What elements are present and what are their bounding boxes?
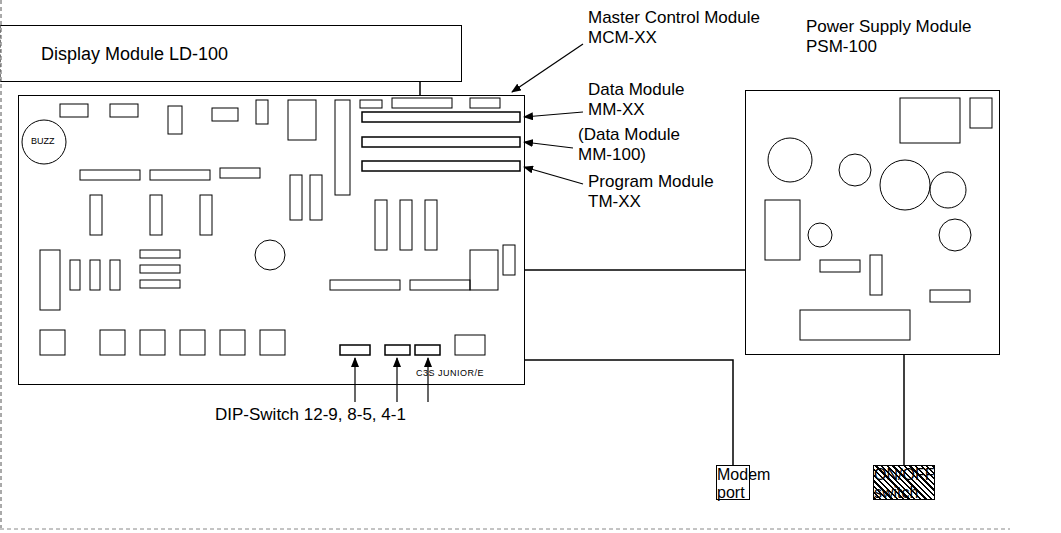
- chip: [930, 290, 970, 302]
- leader-line: [524, 112, 583, 117]
- dip-switch: [415, 345, 440, 355]
- capacitor: [839, 154, 871, 186]
- capacitor: [930, 172, 966, 208]
- relay: [140, 330, 165, 355]
- chip: [212, 108, 238, 121]
- terminal-block: [800, 310, 910, 340]
- silkscreen-text: C3S JUNIOR/E: [416, 368, 484, 378]
- chip: [256, 100, 268, 124]
- cable-line: [525, 269, 745, 271]
- chip: [410, 280, 470, 290]
- chip: [400, 200, 412, 250]
- chip: [80, 170, 140, 180]
- port-label: Modem port: [717, 466, 770, 502]
- relay: [180, 330, 205, 355]
- board-components: [22, 98, 520, 355]
- chip: [60, 104, 88, 117]
- chip: [392, 98, 452, 108]
- chip: [330, 280, 400, 290]
- callout-label: Data Module MM-XX: [588, 80, 698, 120]
- frame-line: [0, 529, 1010, 530]
- resistor-symbol: [90, 260, 100, 290]
- chip: [470, 250, 498, 290]
- chip: [455, 335, 485, 355]
- chip: [820, 260, 860, 272]
- capacitor: [880, 160, 930, 210]
- dip-switch: [385, 345, 410, 355]
- leader-line: [524, 142, 573, 148]
- connector: [970, 98, 992, 128]
- chip: [200, 195, 212, 235]
- chip: [870, 255, 882, 295]
- capacitor: [768, 138, 812, 182]
- resistor-symbol: [110, 260, 120, 290]
- chip: [375, 200, 387, 250]
- chip: [40, 250, 60, 310]
- heatsink: [765, 200, 800, 260]
- cable-line: [525, 360, 733, 465]
- chip: [425, 200, 437, 250]
- connector: [503, 245, 515, 275]
- callout-label: Master Control Module MCM-XX: [588, 8, 778, 48]
- chip: [310, 175, 322, 220]
- resistor-symbol: [140, 265, 180, 273]
- leader-line: [396, 358, 397, 402]
- power-supply-board: Power Supply Module PSM-100: [745, 90, 1000, 355]
- modem-port: Modem port: [716, 465, 750, 500]
- relay: [220, 330, 245, 355]
- capacitor: [255, 240, 285, 270]
- port-label: ON/OFF switch: [874, 466, 934, 502]
- component-label: BUZZ: [31, 136, 61, 147]
- callout-label: (Data Module MM-100): [578, 125, 696, 165]
- module-slot: [362, 137, 520, 147]
- psm-components: [765, 98, 992, 340]
- transformer: [900, 98, 960, 143]
- chip: [110, 104, 138, 117]
- control-board: C3S JUNIOR/E: [18, 95, 525, 385]
- relay: [100, 330, 125, 355]
- buzzer-symbol: [22, 120, 66, 164]
- capacitor: [939, 219, 971, 251]
- chip: [150, 170, 210, 180]
- resistor-symbol: [140, 250, 180, 258]
- leader-lines: [355, 44, 583, 402]
- cable-line: [903, 355, 905, 465]
- resistor-symbol: [140, 280, 180, 288]
- resistor-symbol: [70, 260, 80, 290]
- power-switch: ON/OFF switch: [873, 465, 935, 500]
- leader-line: [427, 358, 428, 402]
- leader-line: [512, 44, 583, 92]
- chip: [288, 100, 316, 140]
- display-module: Display Module LD-100: [0, 25, 462, 82]
- relay: [40, 330, 65, 355]
- relay: [260, 330, 285, 355]
- chip: [220, 168, 260, 178]
- leader-line: [524, 167, 583, 184]
- chip: [168, 106, 182, 134]
- cable-line: [419, 82, 421, 95]
- capacitor: [808, 223, 832, 247]
- dip-switch: [340, 345, 370, 355]
- module-slot: [362, 161, 520, 171]
- module-slot: [362, 112, 520, 122]
- module-label: Display Module LD-100: [41, 43, 228, 64]
- chip: [90, 195, 102, 235]
- chip: [150, 195, 162, 235]
- mcm-chip: [335, 100, 350, 195]
- connector: [470, 98, 500, 108]
- callout-label: Program Module TM-XX: [588, 172, 728, 212]
- chip: [290, 175, 302, 220]
- callout-label: DIP-Switch 12-9, 8-5, 4-1: [215, 405, 515, 425]
- leader-line: [354, 358, 355, 402]
- chip: [360, 100, 382, 108]
- module-label: Power Supply Module PSM-100: [806, 17, 991, 57]
